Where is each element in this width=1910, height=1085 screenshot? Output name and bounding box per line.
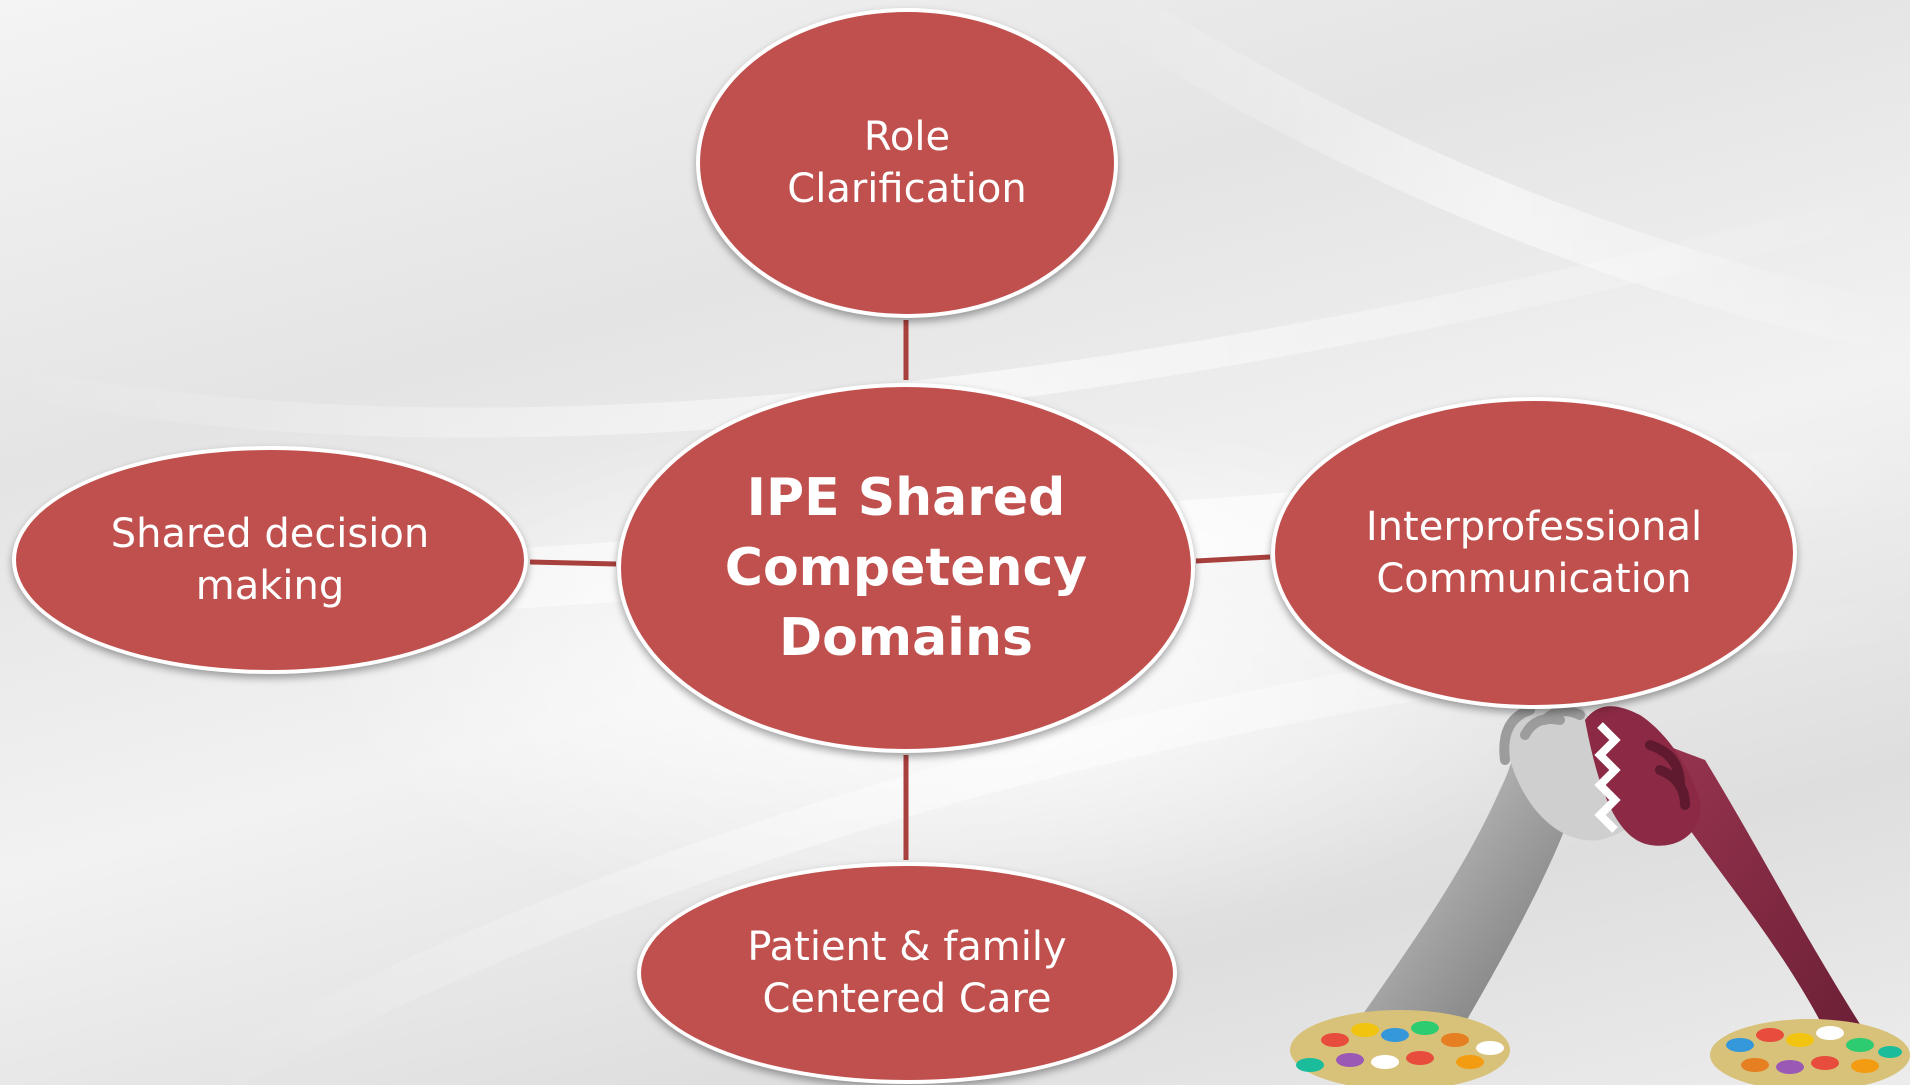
node-center-ipe-domains: IPE Shared Competency Domains bbox=[617, 383, 1195, 753]
node-label: Interprofessional Communication bbox=[1365, 504, 1703, 602]
node-role-clarification: Role Clarification bbox=[696, 8, 1118, 318]
pills-pile-right bbox=[1710, 1019, 1910, 1085]
node-interprofessional-communication: Interprofessional Communication bbox=[1271, 397, 1797, 709]
node-label: Shared decision making bbox=[110, 511, 430, 609]
node-shared-decision-making: Shared decision making bbox=[12, 446, 528, 674]
node-label: Patient & family Centered Care bbox=[747, 924, 1067, 1022]
connector-right bbox=[1195, 554, 1271, 564]
connector-left bbox=[529, 559, 617, 567]
pills-pile-left bbox=[1290, 1010, 1510, 1085]
center-label: IPE Shared Competency Domains bbox=[724, 468, 1088, 668]
node-patient-family-centered-care: Patient & family Centered Care bbox=[637, 862, 1177, 1084]
node-label: Role Clarification bbox=[787, 114, 1027, 212]
